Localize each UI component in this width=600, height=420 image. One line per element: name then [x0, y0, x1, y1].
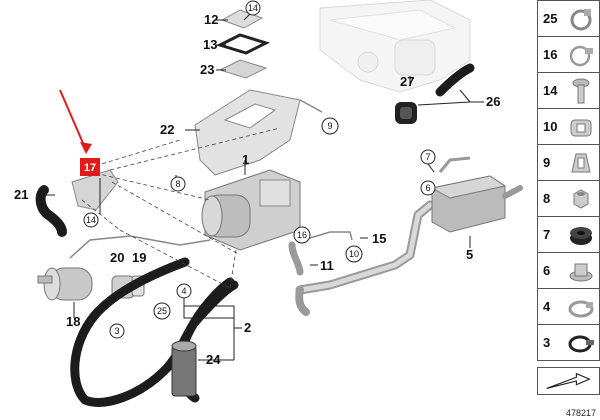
parts-legend-item[interactable]: 8: [537, 180, 600, 217]
callout-24: 24: [206, 352, 221, 367]
hose-26: [435, 63, 475, 97]
callout-26: 26: [486, 94, 500, 109]
parts-legend-item[interactable]: 4: [537, 288, 600, 325]
parts-legend-label: 25: [543, 11, 558, 26]
fuel-filter: [171, 340, 197, 397]
callout-23: 23: [200, 62, 214, 77]
callout-13: 13: [203, 37, 217, 52]
flange-nut-icon: [569, 263, 593, 282]
coolant-line: [69, 235, 211, 259]
callout-9: 9: [327, 121, 332, 131]
auxiliary-heater-unit: [201, 169, 301, 251]
indicator-arrow: [59, 89, 87, 151]
hose-clamp-icon: [569, 45, 593, 67]
callout-3: 3: [114, 326, 119, 336]
bracket-17: [71, 169, 119, 211]
callout-circle: [245, 0, 261, 16]
callout-21: 21: [14, 187, 28, 202]
callout-1: 1: [242, 152, 249, 167]
view-arrow-icon: [546, 372, 591, 389]
parts-legend-item[interactable]: 14: [537, 72, 600, 109]
parts-legend-item[interactable]: 25: [537, 0, 600, 37]
gasket-stack: [215, 9, 271, 79]
parts-legend-panel: 25 16 14 10 9 8 7 6 4 3 478217: [537, 0, 600, 420]
highlight-callout-17[interactable]: 17: [80, 158, 100, 176]
callout-14-left: 14: [86, 215, 96, 225]
hose-clamp-icon: [568, 300, 594, 318]
parts-legend-label: 4: [543, 299, 551, 314]
hose-3: [70, 257, 239, 407]
leader-lines: [45, 11, 484, 361]
parts-legend-label: 7: [543, 227, 551, 242]
callout-19: 19: [132, 250, 146, 265]
view-direction-box: [537, 367, 600, 395]
callout-5: 5: [466, 247, 473, 262]
callout-18: 18: [66, 314, 80, 329]
highlight-label: 17: [84, 162, 96, 174]
parts-legend-label: 14: [543, 83, 558, 98]
callout-27: 27: [400, 74, 414, 89]
exploded-parts-diagram: 17 12 14 13 23 27 26 22 9 1 7 6 21 8 14 …: [14, 0, 523, 407]
callout-15: 15: [372, 231, 386, 246]
callout-14-top: 14: [248, 3, 258, 13]
callout-12: 12: [204, 12, 218, 27]
parts-legend-item[interactable]: 16: [537, 36, 600, 73]
parts-legend-item[interactable]: 9: [537, 144, 600, 181]
callout-16: 16: [297, 230, 307, 240]
callout-7: 7: [425, 152, 430, 162]
callout-25: 25: [157, 306, 167, 316]
clip-icon: [571, 153, 591, 173]
parts-legend-label: 8: [543, 191, 551, 206]
screw-icon: [572, 78, 590, 104]
parts-legend-item[interactable]: 7: [537, 216, 600, 253]
callout-10: 10: [349, 249, 359, 259]
exhaust-muffler: [430, 156, 523, 233]
clip-icon: [570, 119, 592, 137]
parts-legend-label: 10: [543, 119, 558, 134]
circulation-pump: [37, 267, 93, 301]
callout-22: 22: [160, 122, 174, 137]
engine-housing-illustration: [319, 0, 471, 93]
diagram-number: 478217: [565, 408, 596, 418]
parts-legend-label: 3: [543, 335, 551, 350]
parts-legend-label: 6: [543, 263, 551, 278]
hose-clamp-icon: [568, 335, 594, 353]
callout-20: 20: [110, 250, 124, 265]
callout-4: 4: [181, 286, 186, 296]
parts-legend-item[interactable]: 10: [537, 108, 600, 145]
hose-21: [35, 185, 67, 237]
parts-legend-item[interactable]: 6: [537, 252, 600, 289]
parts-legend-label: 9: [543, 155, 551, 170]
callout-11: 11: [320, 258, 334, 273]
nut-icon: [573, 189, 589, 209]
callout-8: 8: [175, 179, 180, 189]
parts-legend-item[interactable]: 3: [537, 324, 600, 361]
callout-6: 6: [425, 183, 430, 193]
callout-2: 2: [244, 320, 251, 335]
parts-legend-label: 16: [543, 47, 558, 62]
hose-clamp-icon: [570, 9, 592, 31]
connector-pipe: [309, 231, 353, 241]
grommet-icon: [570, 227, 592, 245]
